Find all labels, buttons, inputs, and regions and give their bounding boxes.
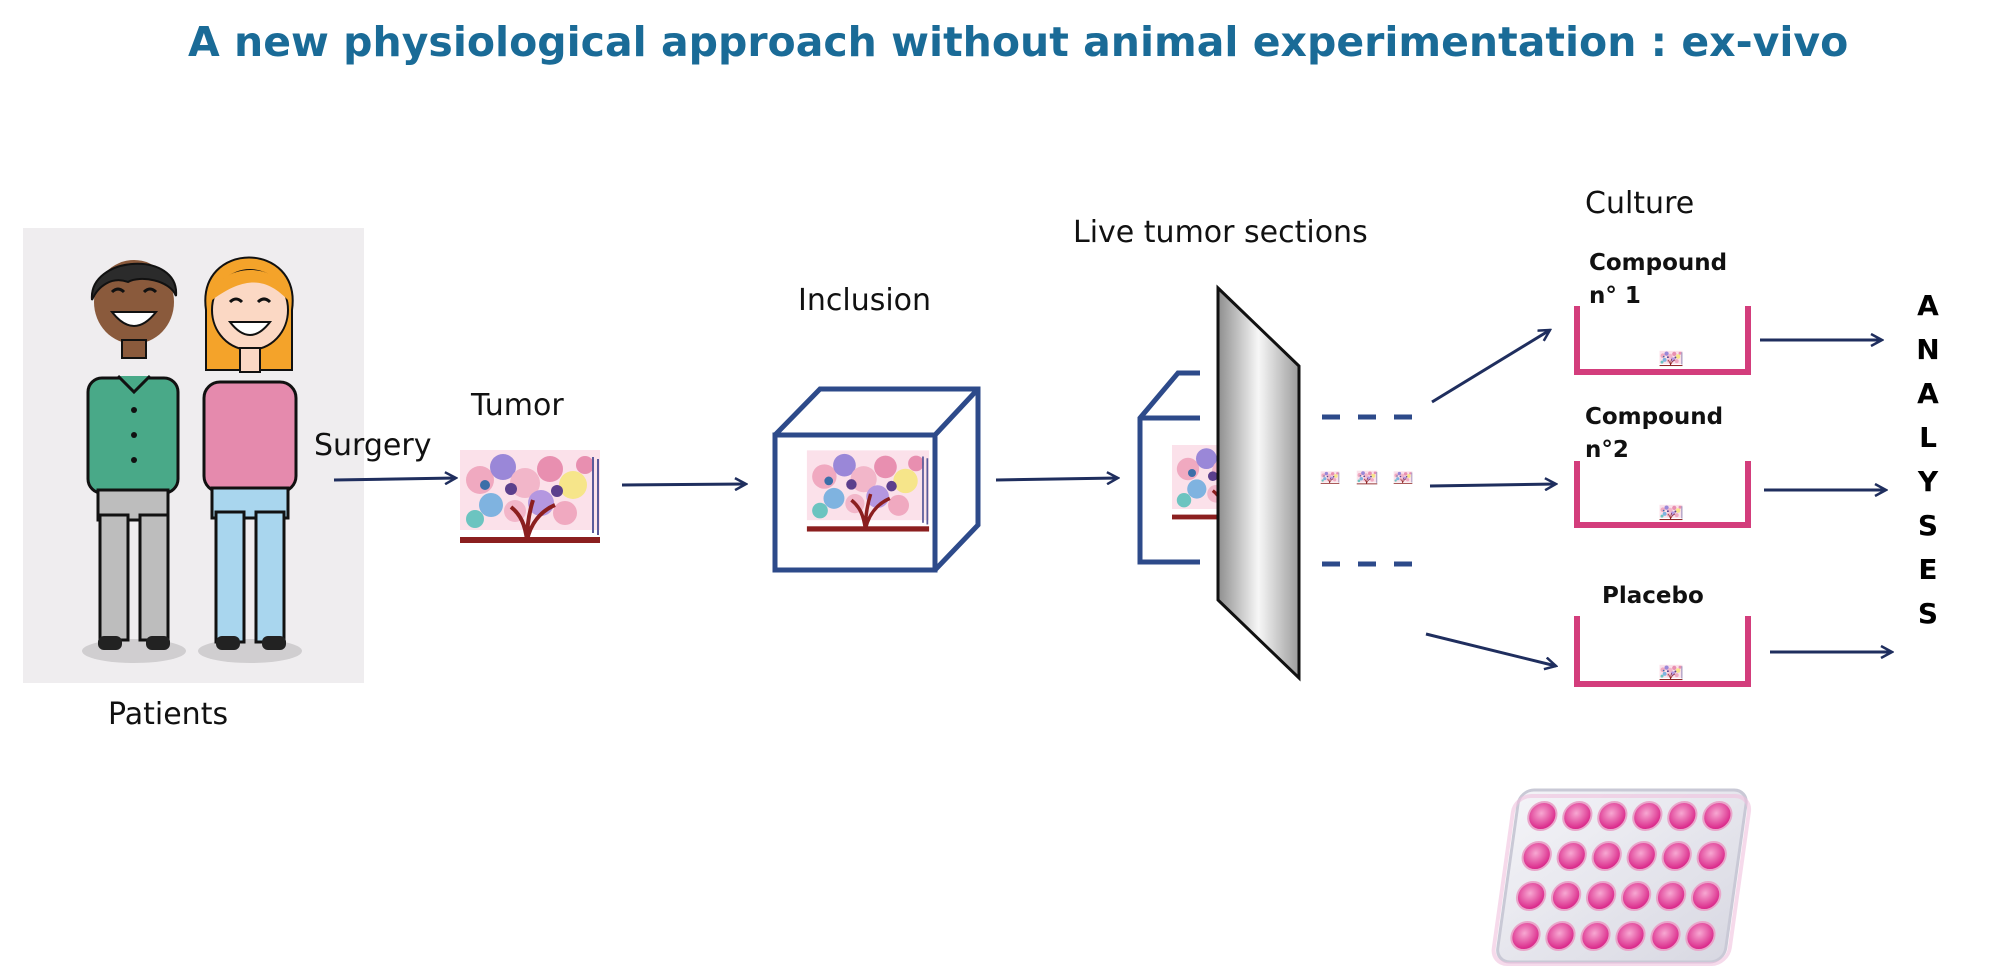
page-title: A new physiological approach without ani… <box>188 18 1849 66</box>
compound-2-line1: Compound <box>1585 404 1724 430</box>
arrow-to-compound-1 <box>1431 330 1550 404</box>
multiwell-plate-image <box>1491 788 1752 966</box>
tumor-label: Tumor <box>471 388 564 423</box>
analyses-letter: E <box>1918 553 1938 586</box>
man-figure <box>86 260 180 650</box>
analyses-letter: Y <box>1917 465 1939 498</box>
compound-2-line2: n°2 <box>1585 437 1629 463</box>
live-tumor-sections-label: Live tumor sections <box>1073 215 1368 250</box>
arrow-to-placebo <box>1425 632 1556 666</box>
patients-illustration <box>23 228 364 683</box>
woman-figure <box>202 256 298 650</box>
inclusion-cube <box>772 386 981 573</box>
arrow-to-inclusion <box>621 484 746 485</box>
arrow-to-compound-2 <box>1429 484 1556 486</box>
analyses-letter: S <box>1917 509 1939 542</box>
analyses-letter: A <box>1917 377 1939 410</box>
tumor-block <box>1137 370 1286 565</box>
culture-well-1 <box>1574 306 1751 375</box>
analyses-vertical-label: A N A L Y S E S <box>1908 284 1948 636</box>
analyses-letter: N <box>1916 333 1940 366</box>
patients-label: Patients <box>108 697 229 732</box>
inclusion-label: Inclusion <box>798 283 932 318</box>
compound-1-label: Compound n° 1 <box>1589 247 1727 313</box>
analyses-letter: A <box>1917 289 1939 322</box>
compound-1-line2: n° 1 <box>1589 283 1641 309</box>
analyses-letter: L <box>1919 421 1937 454</box>
culture-well-placebo <box>1574 616 1751 687</box>
arrow-surgery <box>333 478 456 480</box>
compound-2-label: Compound n°2 <box>1585 401 1723 467</box>
culture-well-2 <box>1574 461 1751 528</box>
compound-1-line1: Compound <box>1589 250 1728 276</box>
live-tumor-slices <box>1320 414 1413 567</box>
placebo-line1: Placebo <box>1602 583 1704 609</box>
culture-label: Culture <box>1585 186 1695 221</box>
vibratome-blade <box>1216 284 1301 682</box>
placebo-label: Placebo <box>1602 580 1704 613</box>
analyses-letter: S <box>1917 597 1939 630</box>
tumor-image <box>458 448 602 545</box>
arrow-to-slicing <box>995 478 1118 480</box>
surgery-label: Surgery <box>314 428 432 463</box>
